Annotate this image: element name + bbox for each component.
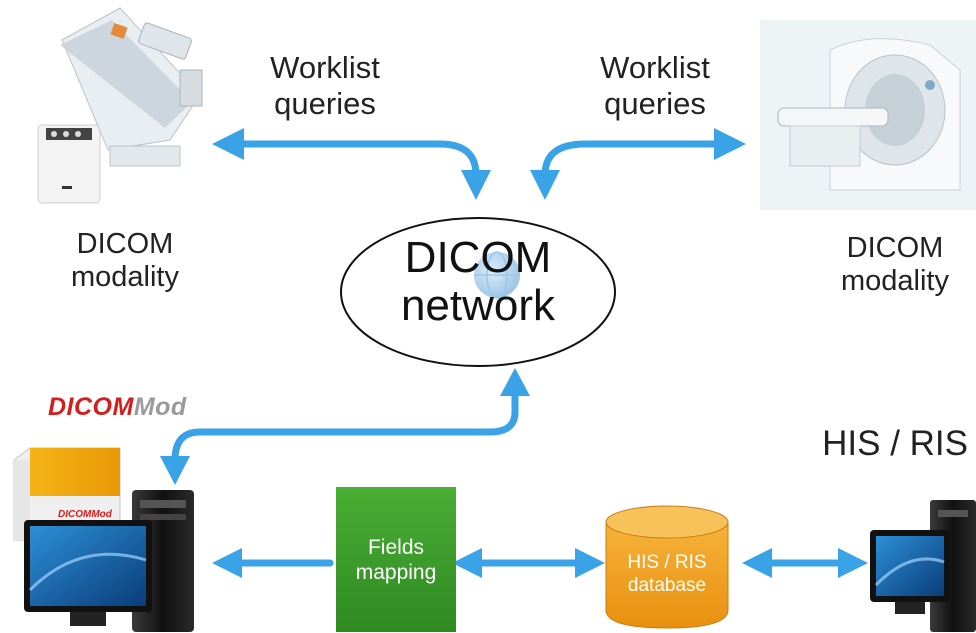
dicom-modality-right-label: DICOM modality xyxy=(820,232,970,299)
box-brand-text: DICOMMod xyxy=(58,509,113,520)
mri-scanner-icon xyxy=(760,20,976,210)
fields-mapping-line2: mapping xyxy=(355,561,437,585)
arrowhead-to-pc xyxy=(212,548,242,578)
database-label: HIS / RIS database xyxy=(606,552,728,598)
modality-right-line1: DICOM xyxy=(846,232,944,264)
arrowhead-db-from-his xyxy=(742,548,772,578)
worklist-right-line1: Worklist xyxy=(600,50,710,85)
worklist-left-line1: Worklist xyxy=(270,50,380,85)
arrowhead-to-his xyxy=(838,548,868,578)
arrowhead-right-worklist-in xyxy=(530,170,560,200)
dicommod-logo: DICOMMod xyxy=(48,393,187,422)
computer-left-icon xyxy=(24,490,194,632)
network-line2: network xyxy=(400,281,556,331)
arrowhead-left-worklist-out xyxy=(212,128,244,160)
modality-right-line2: modality xyxy=(841,265,949,298)
database-line1: HIS / RIS xyxy=(627,552,707,573)
modality-left-line2: modality xyxy=(71,261,179,294)
worklist-queries-right-label: Worklist queries xyxy=(585,50,725,121)
arrow-left-worklist xyxy=(236,140,480,179)
arrow-right-worklist xyxy=(541,140,720,179)
worklist-right-line2: queries xyxy=(604,85,706,121)
brand-part2: Mod xyxy=(133,393,187,421)
globe-icon xyxy=(474,251,520,299)
network-line1: DICOM xyxy=(404,233,552,282)
xray-machine-icon xyxy=(37,7,203,204)
database-line2: database xyxy=(627,574,707,596)
arrowhead-to-database xyxy=(575,548,605,578)
dicom-modality-left-label: DICOM modality xyxy=(50,228,200,295)
dicommod-software-box-icon: DICOMMod xyxy=(13,447,121,541)
arrowhead-left-worklist-in xyxy=(461,170,491,200)
database-icon xyxy=(605,505,729,629)
his-ris-label: HIS / RIS xyxy=(822,424,968,463)
arrowhead-to-mapping xyxy=(452,548,482,578)
worklist-left-line2: queries xyxy=(274,85,376,121)
dicom-network-label: DICOM network xyxy=(378,233,578,331)
computer-right-icon xyxy=(870,500,976,632)
arrowhead-right-worklist-out xyxy=(714,128,746,160)
fields-mapping-line1: Fields xyxy=(367,536,425,559)
network-ellipse xyxy=(340,217,616,367)
worklist-queries-left-label: Worklist queries xyxy=(255,50,395,121)
modality-left-line1: DICOM xyxy=(76,228,174,260)
brand-part1: DICOM xyxy=(48,393,134,421)
fields-mapping-label: Fields mapping xyxy=(336,535,456,585)
fields-mapping-box xyxy=(336,487,456,632)
arrowhead-network-up xyxy=(500,368,530,396)
arrowhead-dicommod-down xyxy=(160,456,190,485)
arrow-dicommod-network xyxy=(171,386,519,464)
